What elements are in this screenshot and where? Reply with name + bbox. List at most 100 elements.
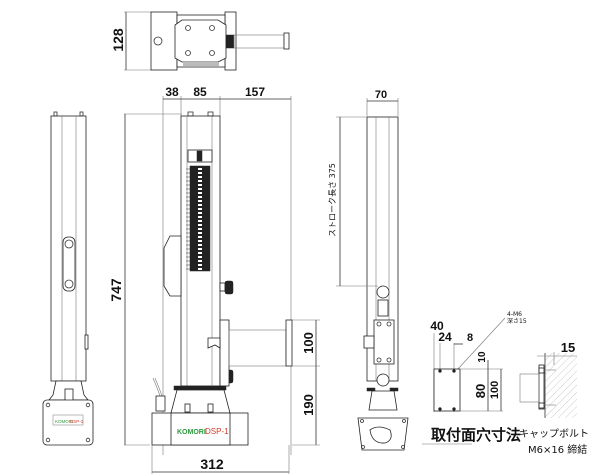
bolt-head (538, 402, 545, 409)
brand-label: KOMORI (177, 429, 206, 436)
label-plate (52, 414, 84, 426)
scale-ticks (186, 168, 202, 270)
cap-tab (207, 111, 214, 117)
scale-mark (198, 252, 202, 254)
bolt-icon (185, 25, 191, 31)
scale-mark (198, 216, 202, 218)
slot-hole (64, 239, 74, 249)
base-top-plate (173, 385, 227, 391)
slot-plate (62, 236, 76, 292)
bolt-icon (386, 321, 392, 327)
scale-mark (198, 256, 202, 258)
scale-mark (198, 220, 202, 222)
left-side-view: KOMORI DSP-1 (42, 111, 94, 446)
dim-190-label: 190 (301, 394, 316, 416)
slider-block (377, 299, 389, 317)
base-body (170, 389, 231, 414)
scale-mark (198, 212, 202, 214)
slot-hole (64, 279, 74, 289)
hole-icon (452, 369, 456, 373)
dim-80-label: 80 (473, 384, 488, 398)
foot-pad (389, 387, 399, 392)
base-cutout (369, 426, 392, 444)
hole-spec-1: 4-M6 (507, 311, 522, 318)
mounting-title: 取付面穴寸法 (431, 426, 521, 444)
upper-knob-icon (224, 280, 234, 295)
scale-mark (198, 236, 202, 238)
cap-tab (79, 111, 84, 117)
hole-icon (438, 407, 442, 411)
front-view: 38 85 157 100 190 (151, 85, 320, 474)
screw-icon (402, 419, 406, 423)
side-neck (368, 390, 398, 411)
brand-label-small: KOMORI (55, 419, 73, 424)
scale-mark (198, 184, 202, 186)
mount-plate (433, 368, 461, 412)
hole-icon (452, 407, 456, 411)
dim-747: 747 (108, 113, 182, 446)
scale-mark (198, 192, 202, 194)
scale-mark (198, 168, 202, 170)
dim-10-label: 10 (477, 351, 488, 363)
top-view: 128 (110, 11, 290, 71)
top-arm (233, 34, 285, 49)
scale-mark (198, 232, 202, 234)
hole-spec-2: 深さ15 (507, 317, 527, 325)
scale-mark (198, 240, 202, 242)
dim-70-label: 70 (375, 89, 387, 101)
top-carriage (174, 19, 227, 63)
bracket-plate (219, 319, 230, 387)
top-arm-flange (283, 32, 290, 50)
top-rail (183, 62, 219, 66)
nut-icon (153, 36, 163, 46)
side-tab (84, 334, 89, 350)
cable (152, 377, 161, 397)
bolt-head (538, 367, 545, 374)
dim-312-label: 312 (200, 456, 224, 472)
scale-mark (198, 248, 202, 250)
screw-icon (45, 437, 51, 443)
side-bracket (373, 319, 395, 365)
indicator-bar (196, 150, 203, 162)
bracket-flange (285, 319, 293, 367)
cable-connector (155, 395, 166, 412)
scale-mark (198, 180, 202, 182)
bolt-icon (376, 321, 382, 327)
bolt-icon (185, 50, 191, 56)
dim-24-label: 24 (438, 330, 452, 344)
lower-knob-end (376, 373, 390, 387)
scale-mark (198, 228, 202, 230)
scale-mark (198, 204, 202, 206)
cable (154, 377, 163, 397)
stroke-value-text: 375 (328, 163, 337, 178)
hole-icon (438, 369, 442, 373)
dim-15-label: 15 (561, 340, 575, 355)
scale-mark (198, 196, 202, 198)
dim-157-label: 157 (245, 85, 265, 99)
scale-mark (198, 176, 202, 178)
base-front (170, 412, 231, 446)
bolt-label-1: キャップボルト (519, 428, 589, 440)
bolt-icon (209, 50, 215, 56)
base-bolt (207, 403, 214, 413)
dim-747-label: 747 (108, 278, 124, 302)
base-bolt (184, 403, 191, 413)
scale-mark (198, 188, 202, 190)
knob-stem (219, 282, 226, 292)
top-block-left (150, 11, 178, 71)
dim-8-label: 8 (467, 332, 473, 344)
knob-icon (225, 34, 235, 49)
scale-mark (198, 264, 202, 266)
bolt-icon (376, 357, 382, 363)
scale-mark (198, 172, 202, 174)
dim-128-label: 128 (110, 28, 126, 52)
model-label-small: DSP-1 (70, 419, 84, 424)
screw-icon (401, 445, 405, 449)
bolt-detail: 15 キャップボルト M6×16 締結 (519, 340, 589, 456)
bolt-icon (209, 25, 215, 31)
scale-mark (198, 200, 202, 202)
dim-85-label: 85 (193, 85, 207, 99)
stroke-length-label: ストローク長さ 375 (328, 163, 337, 237)
screw-icon (85, 402, 91, 408)
